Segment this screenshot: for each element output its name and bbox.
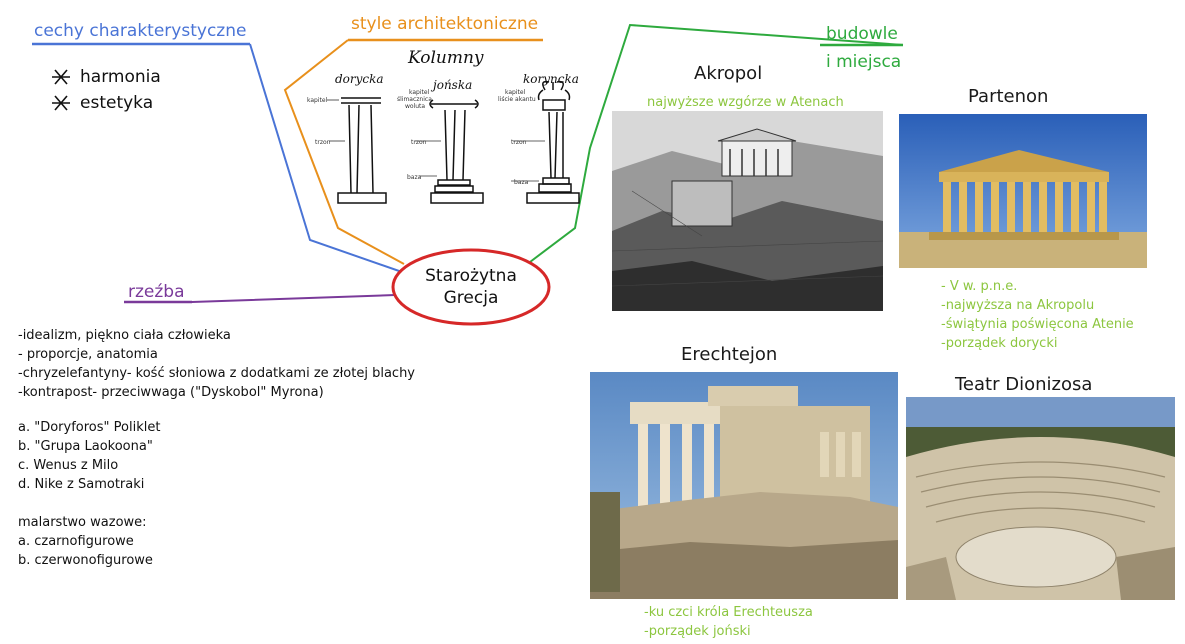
sculpture-connector xyxy=(124,294,396,303)
partenon-note: -świątynia poświęcona Atenie xyxy=(941,317,1134,332)
theatre-photo xyxy=(906,397,1175,600)
erechtejon-title: Erechtejon xyxy=(681,344,778,365)
partenon-note: -porządek dorycki xyxy=(941,336,1058,351)
sculpture-point: -chryzelefantyny- kość słoniowa z dodatk… xyxy=(18,366,416,381)
features-connector xyxy=(249,43,403,273)
sculpture-point: - proporcje, anatomia xyxy=(18,347,158,362)
corinthian-part-label: baza xyxy=(514,179,529,186)
center-node: Starożytna Grecja xyxy=(421,265,521,309)
ionic-part-label: trzon xyxy=(411,139,427,146)
corinthian-part-label: kapitel xyxy=(505,89,526,96)
column-sketch: Kolumny dorycka jońska koryncka xyxy=(305,48,595,210)
ionic-part-label: baza xyxy=(407,174,422,181)
sculpture-work: a. "Doryforos" Poliklet xyxy=(18,420,161,435)
doric-part-label: trzon xyxy=(315,139,331,146)
center-ellipse xyxy=(391,248,551,326)
corinthian-part-label: trzon xyxy=(511,139,527,146)
akropol-caption: najwyższe wzgórze w Atenach xyxy=(647,95,844,110)
buildings-label-line2: i miejsca xyxy=(826,52,902,72)
features-list: harmonia estetyka xyxy=(50,64,161,116)
erechtejon-note: -porządek joński xyxy=(644,624,751,639)
buildings-label: budowle i miejsca xyxy=(826,20,901,76)
styles-connector xyxy=(283,39,405,265)
vase-painting: malarstwo wazowe: a. czarnofigurowe b. c… xyxy=(18,513,153,570)
buildings-connector xyxy=(529,23,904,263)
parthenon-photo xyxy=(899,114,1147,268)
center-title-line1: Starożytna xyxy=(425,266,517,286)
corinthian-part-label: liście akantu xyxy=(498,96,536,103)
erechtejon-note: -ku czci króla Erechteusza xyxy=(644,605,813,620)
partenon-note: -najwyższa na Akropolu xyxy=(941,298,1095,313)
erechtejon-notes: -ku czci króla Erechteusza -porządek joń… xyxy=(644,603,813,641)
vase-title: malarstwo wazowe: xyxy=(18,515,147,530)
sculpture-work: d. Nike z Samotraki xyxy=(18,477,145,492)
sculpture-points: -idealizm, piękno ciała człowieka - prop… xyxy=(18,326,415,402)
feature-item: harmonia xyxy=(80,67,161,87)
sketch-title: Kolumny xyxy=(408,48,484,68)
partenon-note: - V w. p.n.e. xyxy=(941,279,1018,294)
akropol-title: Akropol xyxy=(694,63,763,84)
acropolis-engraving xyxy=(612,111,883,311)
vase-item: b. czerwonofigurowe xyxy=(18,553,153,568)
sculpture-label: rzeźba xyxy=(128,282,185,302)
ionic-part-label: woluta xyxy=(405,103,425,110)
styles-label: style architektoniczne xyxy=(351,14,539,34)
sketch-order-doric: dorycka xyxy=(335,72,384,86)
feature-item: estetyka xyxy=(80,93,154,113)
sculpture-work: c. Wenus z Milo xyxy=(18,458,119,473)
sculpture-point: -kontrapost- przeciwwaga ("Dyskobol" Myr… xyxy=(18,385,324,400)
center-title-line2: Grecja xyxy=(443,288,499,308)
sculpture-point: -idealizm, piękno ciała człowieka xyxy=(18,328,231,343)
star-bullet-icon xyxy=(52,95,70,111)
sketch-order-ionic: jońska xyxy=(433,78,473,92)
partenon-notes: - V w. p.n.e. -najwyższa na Akropolu -św… xyxy=(941,277,1134,353)
star-bullet-icon xyxy=(52,69,70,85)
ionic-part-label: ślimacznica xyxy=(397,96,432,103)
sculpture-work: b. "Grupa Laokoona" xyxy=(18,439,153,454)
sketch-order-corinthian: koryncka xyxy=(523,72,579,86)
features-label: cechy charakterystyczne xyxy=(34,21,247,41)
partenon-title: Partenon xyxy=(968,86,1049,107)
column-drawings: kapitel trzon kapitel ślimacznica woluta… xyxy=(307,80,580,204)
sculpture-works: a. "Doryforos" Poliklet b. "Grupa Laokoo… xyxy=(18,418,160,494)
teatr-title: Teatr Dionizosa xyxy=(955,374,1093,395)
ionic-part-label: kapitel xyxy=(409,89,430,96)
doric-part-label: kapitel xyxy=(307,97,328,104)
erechtheion-photo xyxy=(590,372,898,599)
buildings-label-line1: budowle xyxy=(826,24,898,44)
vase-item: a. czarnofigurowe xyxy=(18,534,134,549)
